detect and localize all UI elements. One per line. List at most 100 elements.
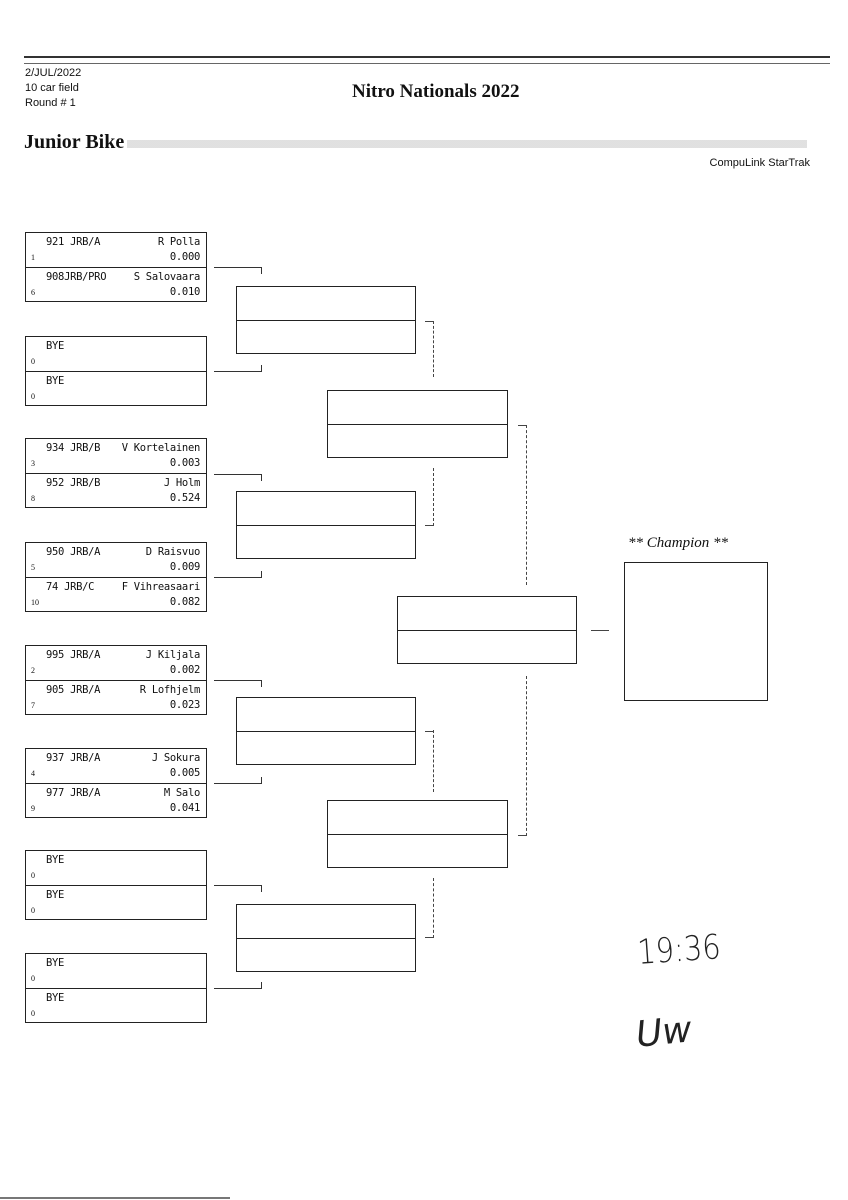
semifinal-slot xyxy=(328,424,507,457)
handwritten-time: 19:36 xyxy=(636,927,722,973)
event-title: Nitro Nationals 2022 xyxy=(352,81,520,102)
car-number: 950 JRB/A xyxy=(46,546,101,558)
round2-slot xyxy=(237,731,415,764)
seed-number: 5 xyxy=(31,563,35,572)
semifinal-box xyxy=(327,800,508,868)
final-box xyxy=(397,596,577,664)
round2-box xyxy=(236,491,416,559)
bracket-dashed-connector xyxy=(433,321,434,377)
car-number: 921 JRB/A xyxy=(46,236,101,248)
seed-number: 2 xyxy=(31,666,35,675)
bracket-dashed-connector xyxy=(433,468,434,526)
round2-slot xyxy=(237,320,415,353)
final-slot xyxy=(398,630,576,663)
round2-slot xyxy=(237,492,415,525)
round-number: Round # 1 xyxy=(25,97,76,109)
seed-number: 7 xyxy=(31,701,35,710)
seed-number: 9 xyxy=(31,804,35,813)
seed-number: 0 xyxy=(31,357,35,366)
car-number: BYE xyxy=(46,340,65,352)
racer-slot: 921 JRB/A R Polla 1 0.000 xyxy=(26,233,206,267)
header-rule xyxy=(24,56,830,64)
bracket-connector xyxy=(214,474,262,481)
class-heading: Junior Bike xyxy=(24,131,125,153)
bracket-connector xyxy=(214,680,262,687)
racer-slot: 908JRB/PRO S Salovaara 6 0.010 xyxy=(26,267,206,301)
bracket-connector-tick xyxy=(518,425,526,426)
seed-number: 10 xyxy=(31,598,39,607)
final-slot xyxy=(398,597,576,630)
racer-slot: BYE 0 xyxy=(26,371,206,405)
driver-name: R Polla xyxy=(157,236,200,248)
car-number: 74 JRB/C xyxy=(46,581,95,593)
reaction-time: 0.005 xyxy=(169,767,200,779)
driver-name: J Kiljala xyxy=(145,649,201,661)
car-number: 934 JRB/B xyxy=(46,442,101,454)
driver-name: J Holm xyxy=(163,477,200,489)
seed-number: 1 xyxy=(31,253,35,262)
round2-box xyxy=(236,286,416,354)
bracket-connector xyxy=(214,365,262,372)
footer-rule xyxy=(0,1197,230,1199)
reaction-time: 0.010 xyxy=(169,286,200,298)
bracket-connector-tick xyxy=(425,731,433,732)
driver-name: S Salovaara xyxy=(133,271,201,283)
semifinal-slot xyxy=(328,834,507,867)
handwritten-initials: Uw xyxy=(634,1009,694,1056)
racer-slot: BYE 0 xyxy=(26,851,206,885)
racer-slot: BYE 0 xyxy=(26,337,206,371)
bracket-dashed-connector xyxy=(526,425,527,585)
semifinal-box xyxy=(327,390,508,458)
car-number: BYE xyxy=(46,889,65,901)
bracket-dashed-connector xyxy=(526,676,527,836)
round2-slot xyxy=(237,525,415,558)
seed-number: 0 xyxy=(31,1009,35,1018)
car-number: 977 JRB/A xyxy=(46,787,101,799)
bracket-dashed-connector xyxy=(433,730,434,792)
bracket-connector-tick xyxy=(425,525,433,526)
champion-label: ** Champion ** xyxy=(628,535,729,551)
reaction-time: 0.000 xyxy=(169,251,200,263)
reaction-time: 0.023 xyxy=(169,699,200,711)
reaction-time: 0.003 xyxy=(169,457,200,469)
bracket-connector-tick xyxy=(425,321,433,322)
matchup-box: 921 JRB/A R Polla 1 0.000 908JRB/PRO S Salova… xyxy=(25,232,207,302)
seed-number: 0 xyxy=(31,871,35,880)
car-number: 908JRB/PRO xyxy=(46,271,107,283)
car-number: 905 JRB/A xyxy=(46,684,101,696)
semifinal-slot xyxy=(328,801,507,834)
round2-slot xyxy=(237,938,415,971)
car-number: BYE xyxy=(46,854,65,866)
seed-number: 0 xyxy=(31,392,35,401)
bracket-connector xyxy=(214,982,262,989)
semifinal-slot xyxy=(328,391,507,424)
champion-box xyxy=(624,562,768,701)
car-number: BYE xyxy=(46,375,65,387)
seed-number: 6 xyxy=(31,288,35,297)
bracket-connector-tick xyxy=(425,937,433,938)
bracket-connector-tick xyxy=(518,835,526,836)
event-date: 2/JUL/2022 xyxy=(25,67,82,79)
driver-name: M Salo xyxy=(163,787,200,799)
bracket-connector xyxy=(214,777,262,784)
reaction-time: 0.524 xyxy=(169,492,200,504)
bracket-dashed-connector xyxy=(433,878,434,938)
round2-slot xyxy=(237,287,415,320)
car-number: 995 JRB/A xyxy=(46,649,101,661)
seed-number: 3 xyxy=(31,459,35,468)
